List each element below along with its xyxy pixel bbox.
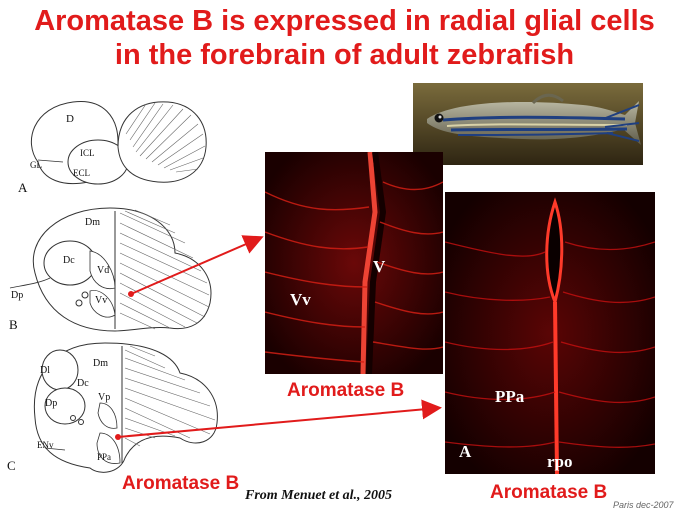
micrograph-ppa: PPa A rpo [445,192,655,474]
label-dc-c: Dc [77,378,89,389]
caption-micrograph-2: Aromatase B [490,482,608,503]
label-vv: Vv [95,295,107,306]
label-dl: Dl [40,365,50,376]
label-rpo: rpo [547,452,573,471]
caption-diagram: Aromatase B [122,473,240,494]
label-dm: Dm [85,217,100,228]
zebrafish-photo [413,83,643,165]
diagram-letter-a: A [18,180,28,195]
micrograph-vv: V Vv [265,152,443,374]
label-v: V [373,257,386,276]
citation: From Menuet et al., 2005 [245,488,393,503]
watermark: Paris dec-2007 [613,500,674,510]
brain-diagram-a: D ICL GL ECL A [18,100,207,195]
label-ecl: ECL [73,168,90,178]
title-line-1: Aromatase B is expressed in radial glial… [34,5,655,37]
arrow-to-ppa [117,399,442,438]
label-vd: Vd [97,265,109,276]
label-ppa: PPa [495,387,525,406]
title-line-2: in the forebrain of adult zebrafish [114,39,575,71]
label-env: ENv [37,440,54,450]
label-dp: Dp [11,290,23,301]
brain-diagram-b: Dm Dc Vd Vv Dp B [9,207,212,332]
diagram-letter-b: B [9,317,18,332]
label-dm-c: Dm [93,358,108,369]
slide-title: Aromatase B is expressed in radial glial… [0,4,689,72]
label-icl: ICL [80,148,95,158]
caption-micrograph-1: Aromatase B [287,380,405,401]
label-a: A [459,442,472,461]
label-vp: Vp [98,392,110,403]
arrow-to-vv [130,235,264,295]
label-d: D [66,113,74,125]
label-gl: GL [30,160,42,170]
label-dc: Dc [63,255,75,266]
diagram-letter-c: C [7,458,16,473]
label-vv-micro: Vv [290,290,311,309]
label-ppa-c: PPa [97,452,111,462]
brain-diagram-c: Dl Dm Dc Dp Vp ENv PPa C [7,342,218,473]
label-dp-c: Dp [45,398,57,409]
